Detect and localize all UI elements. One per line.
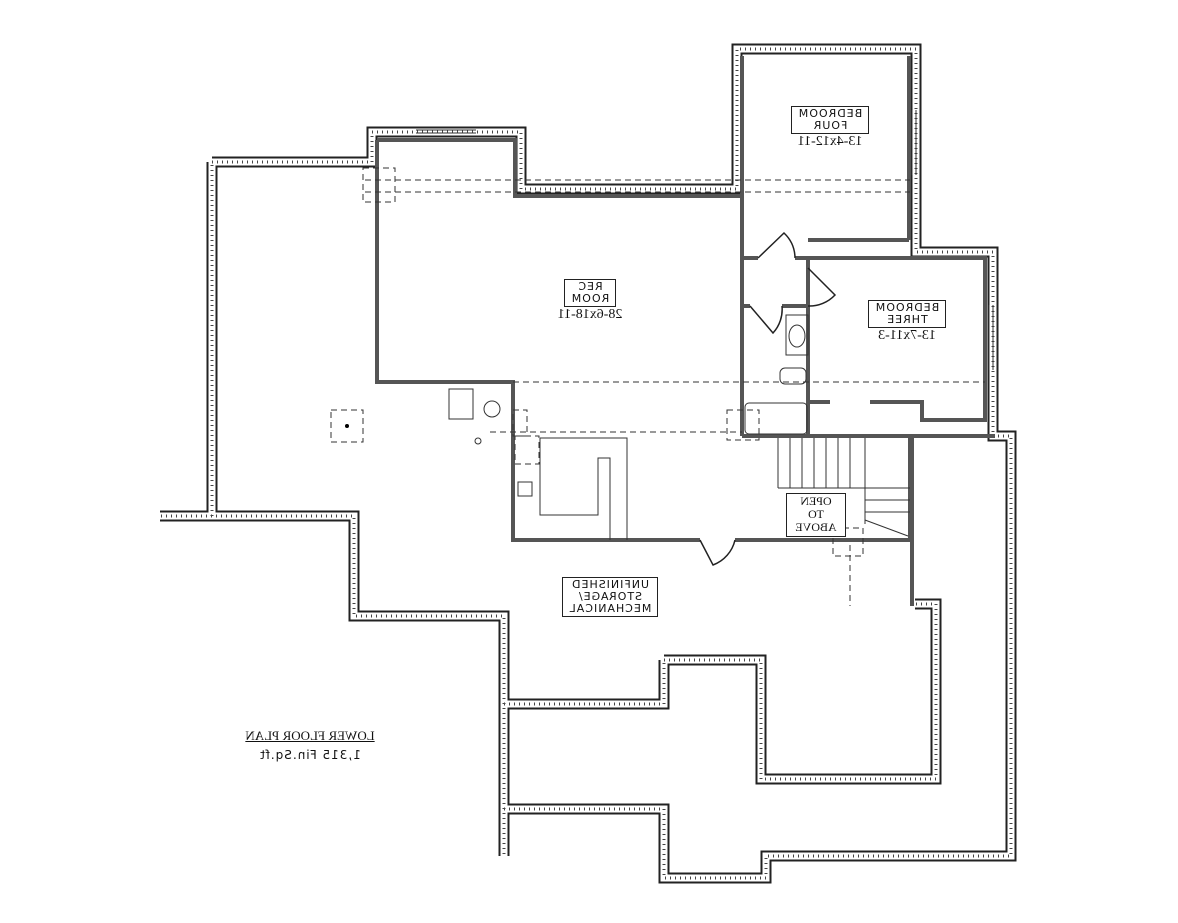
doors <box>699 231 837 566</box>
stairs <box>539 437 910 540</box>
foundation-walls <box>160 43 1017 884</box>
fixtures <box>416 110 994 497</box>
plan-title: LOWER FLOOR PLAN 1,315 Fin.Sq.ft <box>245 728 375 763</box>
beam-lines <box>330 167 985 606</box>
